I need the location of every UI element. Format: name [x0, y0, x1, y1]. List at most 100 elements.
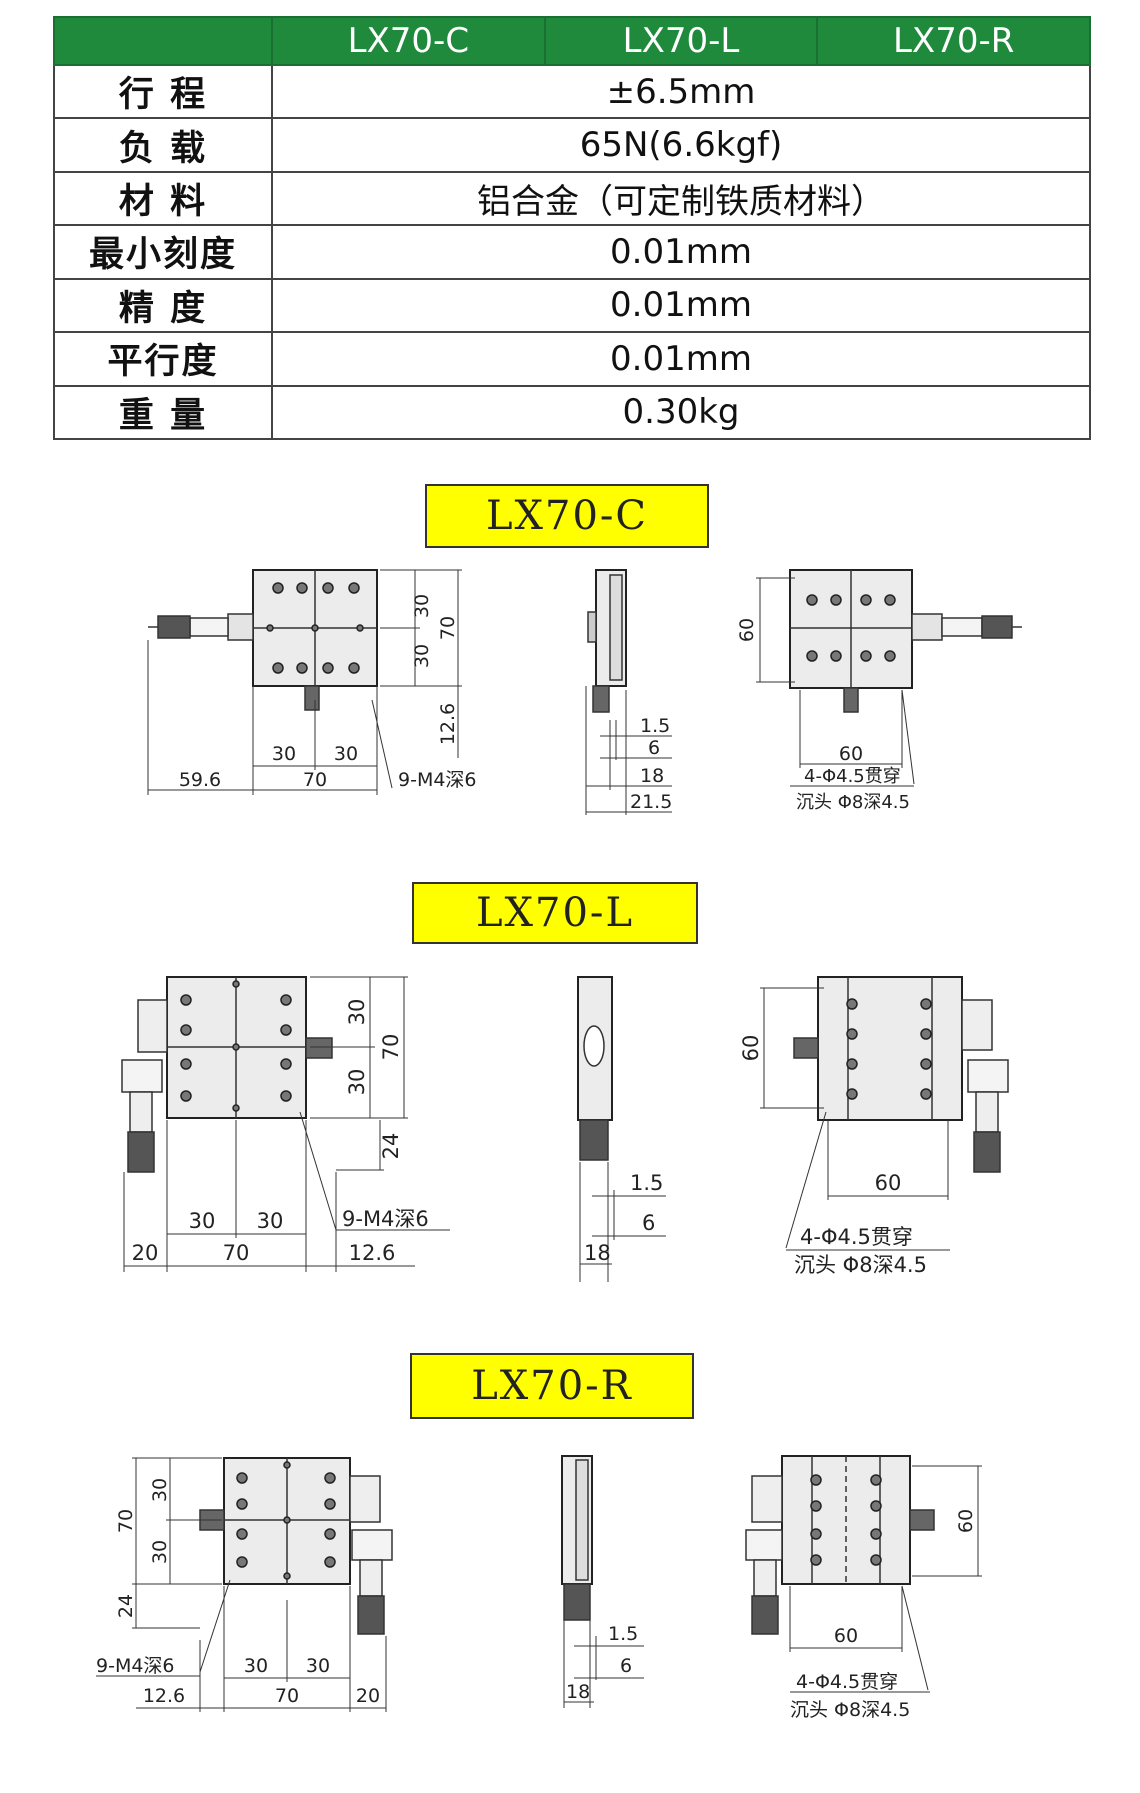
dim-label: 24 [379, 1133, 403, 1160]
dim-label: 70 [303, 769, 327, 791]
spec-row-value: 0.30kg [271, 384, 1091, 441]
lx70-l-rear-dimensions [760, 987, 950, 1251]
dim-label: 21.5 [630, 791, 672, 813]
spec-row: 精 度 0.01mm [53, 277, 1091, 334]
model-tag-lx70-c: LX70-C [425, 484, 709, 548]
dim-label: 12.6 [143, 1685, 185, 1707]
dim-label: 30 [149, 1478, 171, 1502]
dim-label: 30 [345, 1069, 369, 1096]
dim-label: 18 [640, 765, 664, 787]
spec-row-label: 最小刻度 [53, 224, 273, 280]
lx70-l-rear-view [793, 976, 1009, 1173]
dim-label: 1.5 [608, 1623, 638, 1645]
spec-row-label: 行 程 [53, 63, 273, 120]
spec-row-value: 铝合金（可定制铁质材料） [271, 170, 1091, 227]
dim-label: 70 [379, 1034, 403, 1061]
lx70-r-front-view [199, 1457, 393, 1635]
spec-row-value: 65N(6.6kgf) [271, 117, 1091, 173]
lx70-r-rear-view [745, 1455, 935, 1635]
dim-label: 60 [834, 1625, 858, 1647]
lx70-l-front-view [121, 976, 333, 1173]
dim-label: 18 [566, 1681, 590, 1703]
lx70-c-rear-view [789, 569, 1022, 713]
lx70-c-front-dimensions [147, 569, 462, 795]
dim-label: 9-M4深6 [342, 1207, 429, 1231]
spec-header-lx70-c: LX70-C [271, 16, 546, 66]
dim-label: 70 [115, 1509, 137, 1533]
dim-label: 24 [115, 1594, 137, 1618]
spec-row: 材 料 铝合金（可定制铁质材料） [53, 170, 1091, 227]
dim-label: 70 [223, 1241, 250, 1265]
dim-label: 1.5 [630, 1171, 663, 1195]
lx70-c-rear-dimensions [756, 577, 915, 787]
spec-row: 重 量 0.30kg [53, 384, 1091, 441]
lx70-l-front-dimensions [123, 976, 450, 1272]
spec-row-label: 平行度 [53, 331, 273, 387]
lx70-l-rear-labels: 60 60 4-Φ4.5贯穿 沉头 Φ8深4.5 [739, 1035, 927, 1277]
spec-row-value: 0.01mm [271, 277, 1091, 334]
dim-label: 4-Φ4.5贯穿 [800, 1225, 913, 1249]
dim-label: 60 [739, 1035, 763, 1062]
dim-label: 30 [189, 1209, 216, 1233]
spec-row: 负 载 65N(6.6kgf) [53, 117, 1091, 173]
spec-header-lx70-r: LX70-R [816, 16, 1091, 66]
dim-label: 60 [955, 1509, 977, 1533]
dim-label: 70 [437, 616, 459, 640]
dim-label: 1.5 [640, 715, 670, 737]
lx70-r-front-dimensions [96, 1457, 387, 1712]
spec-row-value: ±6.5mm [271, 63, 1091, 120]
spec-row-value: 0.01mm [271, 331, 1091, 387]
dim-label: 20 [356, 1685, 380, 1707]
dim-label: 沉头 Φ8深4.5 [790, 1699, 910, 1721]
lx70-c-side-view [587, 569, 627, 713]
dim-label: 59.6 [179, 769, 221, 791]
lx70-r-front-labels: 70 30 30 24 9-M4深6 30 30 12.6 70 20 [96, 1478, 380, 1707]
dim-label: 30 [257, 1209, 284, 1233]
spec-row-label: 精 度 [53, 277, 273, 334]
dim-label: 沉头 Φ8深4.5 [796, 792, 910, 813]
dim-label: 60 [875, 1171, 902, 1195]
spec-row-label: 材 料 [53, 170, 273, 227]
spec-row-value: 0.01mm [271, 224, 1091, 280]
lx70-r-side-labels: 1.5 6 18 [566, 1623, 638, 1703]
dim-label: 6 [620, 1655, 632, 1677]
dim-label: 30 [306, 1655, 330, 1677]
spec-table: LX70-C LX70-L LX70-R 行 程 ±6.5mm 负 载 65N(… [53, 16, 1091, 441]
lx70-c-front-view [148, 569, 378, 711]
dim-label: 30 [345, 999, 369, 1026]
lx70-l-side-dimensions [579, 1162, 666, 1282]
spec-header-lx70-l: LX70-L [543, 16, 819, 66]
lx70-c-side-dimensions [585, 686, 672, 815]
dim-label: 30 [244, 1655, 268, 1677]
spec-row-label: 负 载 [53, 117, 273, 173]
dim-label: 6 [642, 1211, 655, 1235]
dim-label: 30 [334, 743, 358, 765]
lx70-r-side-view [561, 1455, 593, 1621]
dim-label: 60 [736, 618, 758, 642]
spec-row: 最小刻度 0.01mm [53, 224, 1091, 280]
lx70-r-rear-labels: 60 60 4-Φ4.5贯穿 沉头 Φ8深4.5 [790, 1509, 977, 1721]
lx70-r-rear-dimensions [789, 1465, 982, 1693]
dim-label: 12.6 [437, 703, 459, 745]
lx70-l-side-labels: 1.5 6 18 [584, 1171, 663, 1265]
dim-label: 60 [839, 743, 863, 765]
spec-row: 平行度 0.01mm [53, 331, 1091, 387]
spec-header-row: LX70-C LX70-L LX70-R [53, 16, 1091, 66]
model-tag-lx70-r: LX70-R [410, 1353, 694, 1419]
dim-label: 4-Φ4.5贯穿 [796, 1671, 898, 1693]
spec-header-blank [53, 16, 273, 66]
dim-label: 12.6 [349, 1241, 396, 1265]
dim-label: 20 [132, 1241, 159, 1265]
dim-label: 9-M4深6 [398, 769, 477, 791]
dim-label: 4-Φ4.5贯穿 [804, 766, 901, 787]
dim-label: 18 [584, 1241, 611, 1265]
dim-label: 30 [272, 743, 296, 765]
spec-row-label: 重 量 [53, 384, 273, 441]
lx70-c-side-labels: 1.5 6 18 21.5 [630, 715, 672, 813]
dim-label: 30 [149, 1540, 171, 1564]
dim-label: 30 [411, 644, 433, 668]
spec-row: 行 程 ±6.5mm [53, 63, 1091, 120]
dim-label: 沉头 Φ8深4.5 [794, 1253, 927, 1277]
dim-label: 6 [648, 737, 660, 759]
